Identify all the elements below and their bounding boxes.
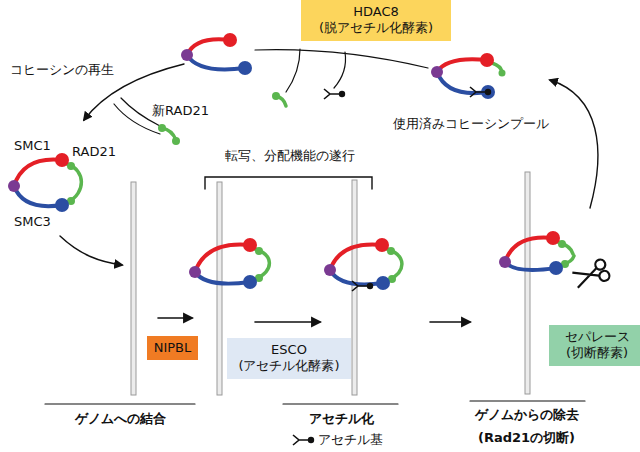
smc1-head: [375, 238, 389, 252]
cycle-arrow: [60, 236, 122, 265]
smc1-arm: [330, 245, 382, 270]
label: ゲノムへの結合: [75, 411, 166, 427]
smc1-head: [243, 238, 257, 252]
legend-text: アセチル基: [318, 432, 383, 448]
step-arrow: [158, 317, 192, 319]
enzyme-box: NIPBL: [147, 336, 198, 360]
chromatin-bar: [525, 172, 530, 394]
enzyme-name: ESCO (アセチル化酵素): [233, 342, 345, 375]
label: SMC3: [14, 214, 51, 230]
smc1-arm: [437, 59, 487, 72]
hinge: [324, 264, 336, 276]
smc3-arm: [437, 72, 488, 93]
enzyme-name: セパレース (切断酵素): [555, 329, 639, 362]
smc3-head: [376, 276, 390, 290]
enzyme-name: HDAC8 (脱アセチル化酵素): [307, 4, 445, 37]
smc1-arm: [505, 238, 553, 263]
smc1-head: [546, 231, 560, 245]
smc3-head: [238, 61, 252, 75]
smc1-head: [223, 33, 237, 47]
acetyl-symbol: [293, 435, 314, 445]
label: 新RAD21: [152, 103, 209, 119]
smc3-arm: [195, 272, 250, 284]
chromatin-bar: [131, 182, 136, 395]
label: (Rad21の切断): [478, 430, 575, 446]
label: アセチル化: [309, 411, 374, 427]
smc3-head: [55, 198, 69, 212]
label: SMC1: [14, 138, 51, 154]
smc1-head: [480, 53, 494, 67]
label: コヒーシンの再生: [10, 62, 114, 78]
bracket: [205, 177, 372, 189]
smc1-arm: [14, 160, 62, 186]
step-arrow: [430, 321, 470, 323]
smc3-head: [549, 261, 563, 275]
step-arrow: [255, 321, 320, 323]
label: ゲノムからの除去: [475, 407, 579, 423]
smc3-arm: [505, 262, 556, 270]
smc3-arm: [14, 186, 62, 206]
scissors-icon: [571, 258, 610, 290]
enzyme-name: NIPBL: [153, 340, 192, 356]
cycle-arrow: [550, 80, 598, 208]
enzyme-box: HDAC8 (脱アセチル化酵素): [301, 0, 451, 41]
acetyl-symbol: [470, 87, 491, 97]
hinge: [499, 256, 511, 268]
acetyl-symbol: [352, 281, 373, 291]
hinge: [431, 66, 443, 78]
enzyme-box: ESCO (アセチル化酵素): [227, 338, 351, 379]
smc1-arm: [195, 245, 250, 272]
smc1-head: [55, 153, 69, 167]
leader-line: [286, 49, 300, 92]
hinge: [189, 266, 201, 278]
smc3-arm: [187, 55, 245, 69]
label: RAD21: [72, 144, 116, 160]
smc3-arm: [330, 270, 383, 284]
acetyl-symbol: [324, 89, 345, 99]
section-line: [283, 403, 398, 404]
hinge: [8, 180, 20, 192]
rad21-end: [172, 137, 180, 145]
rad21-strand: [67, 164, 81, 202]
leader-line: [334, 52, 346, 88]
section-line: [470, 400, 585, 401]
enzyme-box: セパレース (切断酵素): [549, 325, 640, 366]
smc3-head: [243, 275, 257, 289]
section-line: [45, 403, 195, 404]
chromatin-bar: [217, 182, 222, 395]
rad21-end: [499, 70, 506, 77]
rad21-end: [272, 92, 280, 100]
label: 転写、分配機能の遂行: [225, 148, 355, 164]
hinge: [181, 49, 193, 61]
leader-line: [255, 50, 428, 68]
rad21-end: [158, 124, 166, 132]
label: 使用済みコヒーシンプール: [393, 116, 549, 132]
